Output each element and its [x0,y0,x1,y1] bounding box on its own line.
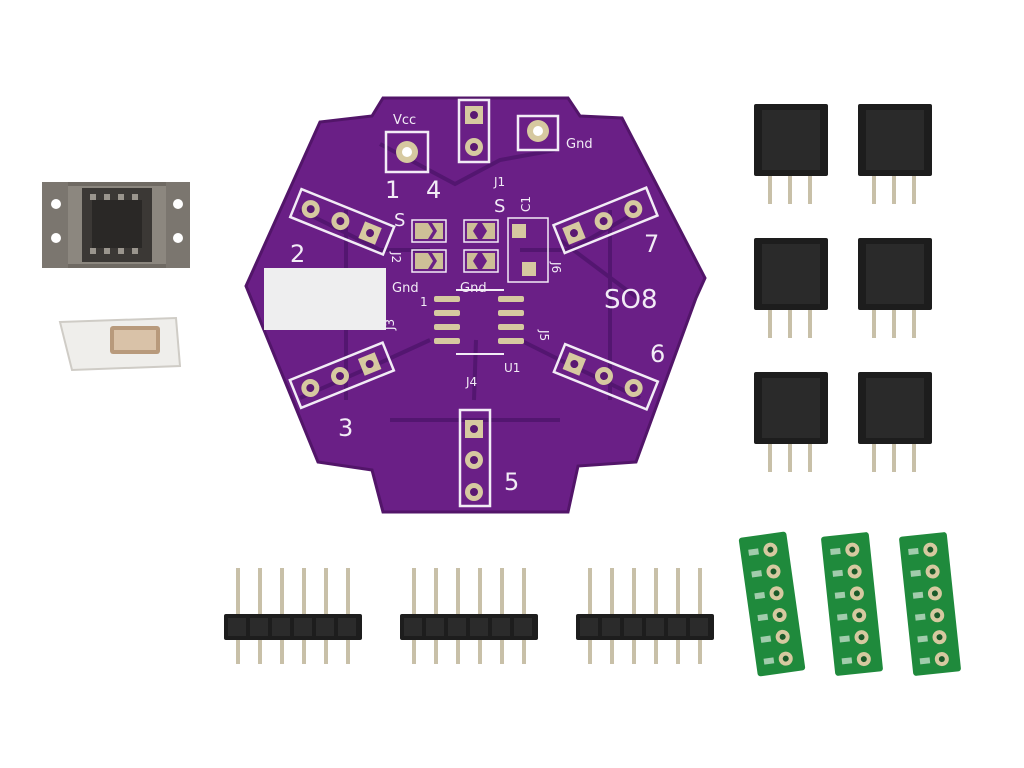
female-header-6 [858,372,932,472]
s-left-label: S [394,210,405,231]
j6-label: J6 [549,261,563,273]
vcc-label: Vcc [393,113,416,128]
breakout-board-2 [821,532,883,676]
j4-label: J4 [465,375,477,389]
breakout-board-3 [899,532,961,676]
u1-label: U1 [504,361,520,375]
j2-label: J2 [389,251,403,263]
pos3-label: 3 [338,414,353,442]
j1-label: J1 [493,175,505,189]
female-header-group [754,104,932,472]
j5-label: J5 [537,329,551,341]
male-header-1 [224,568,362,664]
female-header-1 [754,104,828,204]
hex-pcb: Vcc Gnd 1 4 J1 S S C1 J2 J6 2 7 Gnd Gnd … [244,96,707,514]
female-header-5 [754,372,828,472]
gnd-mid-label: Gnd [460,281,487,296]
s-right-label: S [494,196,505,217]
gnd-top-label: Gnd [566,137,593,152]
male-header-2 [400,568,538,664]
male-header-group [224,568,714,664]
gnd-left-label: Gnd [392,281,419,296]
label-sticker [264,268,386,330]
breakout-board-group [738,531,961,677]
pos1-label: 1 [385,176,400,204]
smd-component-icon [58,316,182,372]
c1-label: C1 [519,196,533,212]
pos4-label: 4 [426,176,441,204]
pos7-label: 7 [644,230,659,258]
so8-label: SO8 [604,285,658,315]
breakout-board-1 [738,531,806,677]
female-header-2 [858,104,932,204]
female-header-3 [754,238,828,338]
male-header-3 [576,568,714,664]
j3-label: J3 [383,319,397,331]
so8-adapter-clip-icon [42,182,190,268]
pos6-label: 6 [650,340,665,368]
pos2-label: 2 [290,240,305,268]
pin1-label: 1 [420,295,428,309]
pos5-label: 5 [504,468,519,496]
female-header-4 [858,238,932,338]
